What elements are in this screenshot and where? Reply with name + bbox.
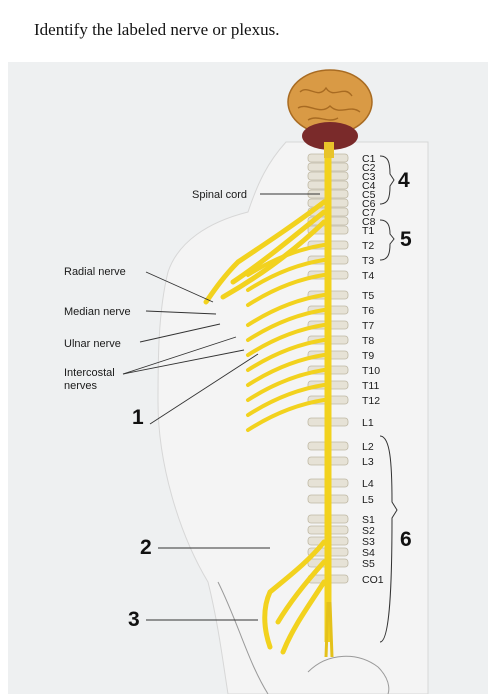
- intercostal-nerve-t5: [246, 293, 326, 327]
- intercostal-nerve-t8: [246, 338, 326, 372]
- pelvis-outline: [217, 581, 390, 694]
- leader-intercostal-b: [122, 349, 245, 375]
- anatomy-illustration: C1C2C3C4C5C6C7C8T1T2T3T4T5T6T7T8T9T10T11…: [64, 69, 429, 694]
- leader-lines: [122, 193, 320, 621]
- cerebellum: [302, 122, 358, 150]
- level-label-t2: T2: [362, 240, 374, 252]
- label-radial-nerve: Radial nerve: [64, 266, 126, 278]
- brachial-plexus: [203, 199, 327, 305]
- level-label-c5: C5: [362, 189, 376, 201]
- bracket-4: [379, 155, 395, 205]
- intercostal-nerve-t4: [246, 273, 326, 307]
- number-1: 1: [132, 406, 144, 429]
- brainstem: [324, 142, 334, 158]
- intercostal-nerve-t3: [246, 258, 326, 292]
- level-label-l2: L2: [362, 441, 374, 453]
- number-3: 3: [128, 608, 140, 631]
- intercostal-nerve-t7: [246, 323, 326, 357]
- lumbosacral-plexus: [262, 539, 327, 655]
- leader-intercostal-a: [122, 336, 237, 375]
- level-label-l5: L5: [362, 494, 374, 506]
- intercostal-nerve-t10: [246, 368, 326, 402]
- intercostal-nerve-t12: [246, 398, 326, 432]
- intercostal-nerve-t6: [246, 308, 326, 342]
- level-label-s4: S4: [362, 547, 375, 559]
- leader-median: [145, 310, 217, 315]
- intercostal-nerve-t9: [246, 353, 326, 387]
- level-label-c1: C1: [362, 153, 376, 165]
- level-label-s5: S5: [362, 558, 375, 570]
- spinal-nerves: [246, 243, 326, 432]
- level-label-t6: T6: [362, 305, 374, 317]
- level-brackets: [379, 155, 398, 643]
- body-outline: [157, 141, 429, 694]
- level-label-l4: L4: [362, 478, 374, 490]
- number-2: 2: [140, 536, 152, 559]
- level-label-s1: S1: [362, 514, 375, 526]
- level-label-c3: C3: [362, 171, 376, 183]
- level-label-t10: T10: [362, 365, 380, 377]
- level-label-t9: T9: [362, 350, 374, 362]
- level-label-c4: C4: [362, 180, 376, 192]
- level-label-c7: C7: [362, 207, 376, 219]
- level-label-c2: C2: [362, 162, 376, 174]
- label-spinal-cord: Spinal cord: [192, 189, 247, 201]
- label-nerves: nerves: [64, 380, 98, 392]
- question-text: Identify the labeled nerve or plexus.: [34, 20, 280, 39]
- leader-radial: [145, 271, 214, 303]
- level-label-t7: T7: [362, 320, 374, 332]
- level-label-t1: T1: [362, 225, 374, 237]
- level-label-t3: T3: [362, 255, 374, 267]
- level-label-c6: C6: [362, 198, 376, 210]
- number-4: 4: [398, 169, 410, 192]
- level-label-l3: L3: [362, 456, 374, 468]
- number-6: 6: [400, 528, 412, 551]
- level-label-s2: S2: [362, 525, 375, 537]
- number-5: 5: [400, 228, 412, 251]
- level-label-c8: C8: [362, 216, 376, 228]
- label-ulnar-nerve: Ulnar nerve: [64, 338, 121, 350]
- spinal-level-labels: C1C2C3C4C5C6C7C8T1T2T3T4T5T6T7T8T9T10T11…: [362, 153, 384, 586]
- level-label-t4: T4: [362, 270, 374, 282]
- level-label-co1: CO1: [362, 574, 384, 586]
- level-label-t11: T11: [362, 380, 379, 392]
- label-median-nerve: Median nerve: [64, 306, 131, 318]
- cauda-equina: [324, 601, 334, 658]
- bracket-5: [379, 219, 395, 261]
- leader-ulnar: [139, 323, 221, 343]
- label-intercostal: Intercostal: [64, 367, 115, 379]
- level-label-s3: S3: [362, 536, 375, 548]
- level-label-t8: T8: [362, 335, 374, 347]
- bracket-6: [379, 435, 398, 643]
- brain-folds: [297, 86, 361, 121]
- leader-1: [149, 353, 259, 425]
- intercostal-nerve-t11: [246, 383, 326, 417]
- level-label-t12: T12: [362, 395, 380, 407]
- level-label-t5: T5: [362, 290, 374, 302]
- level-label-l1: L1: [362, 417, 374, 429]
